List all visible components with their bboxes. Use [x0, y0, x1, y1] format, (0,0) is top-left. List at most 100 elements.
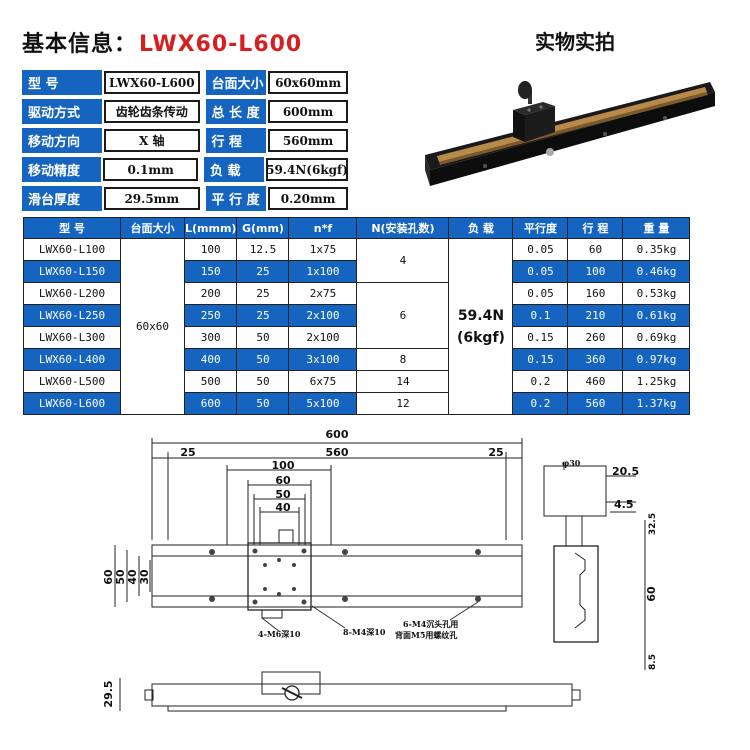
spec-value: 29.5mm	[104, 187, 200, 210]
cell-hole-count: 14	[356, 370, 450, 393]
cell-model: LWX60-L300	[23, 326, 121, 349]
cell-nf: 2x100	[288, 326, 358, 349]
end-dim-60: 60	[645, 586, 658, 602]
cell-parallelism: 0.05	[512, 260, 569, 283]
col-header: 型 号	[23, 217, 121, 239]
cell-model: LWX60-L150	[23, 260, 121, 283]
dim-60: 60	[275, 474, 291, 487]
dim-40: 40	[275, 501, 291, 514]
col-header: n*f	[288, 217, 358, 239]
spec-value: 0.20mm	[268, 187, 349, 210]
cell-L: 400	[183, 348, 238, 371]
cell-parallelism: 0.05	[512, 238, 569, 261]
spec-label: 负 载	[203, 157, 264, 182]
cell-parallelism: 0.2	[512, 392, 569, 415]
cell-nf: 1x100	[288, 260, 358, 283]
cell-travel: 260	[567, 326, 624, 349]
spec-value: 60x60mm	[268, 71, 349, 94]
load-newton: 59.4N	[457, 307, 505, 324]
table-row: LWX60-L400 400 50 3x100 8 0.15 360 0.97k…	[23, 348, 691, 371]
cell-G: 50	[236, 326, 290, 349]
cell-G: 12.5	[236, 238, 290, 261]
table-row: LWX60-L250 250 25 2x100 0.1 210 0.61kg	[23, 304, 691, 327]
end-dim-20-5: 20.5	[612, 465, 639, 478]
cell-travel: 60	[567, 238, 624, 261]
title-label: 基本信息：	[22, 32, 138, 57]
cell-L: 100	[183, 238, 238, 261]
table-row: LWX60-L500 500 50 6x75 14 0.2 460 1.25kg	[23, 370, 691, 393]
cell-weight: 0.69kg	[622, 326, 691, 349]
cell-model: LWX60-L600	[23, 392, 121, 415]
cell-travel: 210	[567, 304, 624, 327]
cell-parallelism: 0.1	[512, 304, 569, 327]
col-header: G(mm)	[236, 217, 290, 239]
note-countersink-1: 6-M4沉头孔用	[403, 619, 458, 629]
spec-value: LWX60-L600	[104, 71, 200, 94]
product-photo	[425, 81, 715, 186]
col-header: 负 载	[448, 217, 514, 239]
cell-hole-count: 4	[356, 238, 450, 283]
cell-L: 500	[183, 370, 238, 393]
table-header-row: 型 号 台面大小 L(mmm) G(mm) n*f N(安装孔数) 负 载 平行…	[23, 217, 691, 239]
note-countersink-2: 背面M5用螺纹孔	[395, 630, 457, 640]
cell-travel: 160	[567, 282, 624, 305]
cell-weight: 0.53kg	[622, 282, 691, 305]
dim-50: 50	[275, 488, 291, 501]
spec-label: 移动精度	[22, 157, 102, 182]
table-row: LWX60-L600 600 50 5x100 12 0.2 560 1.37k…	[23, 392, 691, 415]
cell-G: 25	[236, 260, 290, 283]
cell-G: 50	[236, 392, 290, 415]
technical-drawing: 600 25 560 25 100 60 50 40 60 50 40 30 2…	[102, 428, 658, 712]
col-header: 平行度	[512, 217, 569, 239]
table-row: LWX60-L200 200 25 2x75 6 0.05 160 0.53kg	[23, 282, 691, 349]
cell-weight: 0.46kg	[622, 260, 691, 283]
table-row: LWX60-L150 150 25 1x100 0.05 100 0.46kg	[23, 260, 691, 283]
table-row: LWX60-L300 300 50 2x100 0.15 260 0.69kg	[23, 326, 691, 349]
photo-title: 实物实拍	[535, 30, 615, 54]
col-header: 台面大小	[120, 217, 185, 239]
spec-grid: 型 号 LWX60-L600 台面大小 60x60mm 驱动方式 齿轮齿条传动 …	[22, 70, 349, 215]
col-header: 行 程	[567, 217, 624, 239]
spec-value: 560mm	[268, 129, 349, 152]
cell-model: LWX60-L400	[23, 348, 121, 371]
cell-hole-count: 6	[356, 282, 450, 349]
spec-value: 齿轮齿条传动	[104, 100, 200, 123]
cell-L: 250	[183, 304, 238, 327]
model-table: 型 号 台面大小 L(mmm) G(mm) n*f N(安装孔数) 负 载 平行…	[23, 217, 691, 415]
dim-100: 100	[272, 459, 295, 472]
spec-label: 驱动方式	[22, 99, 102, 124]
spec-label: 平 行 度	[205, 186, 267, 211]
note-m6-holes: 4-M6深10	[258, 629, 301, 639]
dim-left: 25	[180, 446, 195, 459]
cell-travel: 100	[567, 260, 624, 283]
cell-nf: 1x75	[288, 238, 358, 261]
cell-L: 150	[183, 260, 238, 283]
end-dim-32-5: 32.5	[648, 513, 658, 535]
cell-travel: 560	[567, 392, 624, 415]
cell-nf: 6x75	[288, 370, 358, 393]
cell-G: 50	[236, 370, 290, 393]
cell-nf: 2x75	[288, 282, 358, 305]
cell-nf: 5x100	[288, 392, 358, 415]
spec-label: 行 程	[205, 128, 267, 153]
dim-right: 25	[488, 446, 503, 459]
spec-row: 型 号 LWX60-L600 台面大小 60x60mm	[22, 70, 349, 95]
cell-G: 50	[236, 348, 290, 371]
spec-row: 驱动方式 齿轮齿条传动 总 长 度 600mm	[22, 99, 349, 124]
cell-model: LWX60-L500	[23, 370, 121, 393]
cell-model: LWX60-L200	[23, 282, 121, 305]
cell-weight: 1.25kg	[622, 370, 691, 393]
cell-L: 200	[183, 282, 238, 305]
spec-label: 总 长 度	[205, 99, 267, 124]
cell-G: 25	[236, 304, 290, 327]
cell-parallelism: 0.2	[512, 370, 569, 393]
cell-weight: 0.61kg	[622, 304, 691, 327]
cell-travel: 460	[567, 370, 624, 393]
spec-row: 移动方向 X 轴 行 程 560mm	[22, 128, 349, 153]
spec-label: 移动方向	[22, 128, 102, 153]
cell-L: 300	[183, 326, 238, 349]
load-kgf: (6kgf)	[456, 329, 505, 346]
cell-model: LWX60-L250	[23, 304, 121, 327]
page-title: 基本信息：LWX60-L600	[22, 26, 302, 58]
end-dim-phi30: φ30	[562, 458, 581, 468]
